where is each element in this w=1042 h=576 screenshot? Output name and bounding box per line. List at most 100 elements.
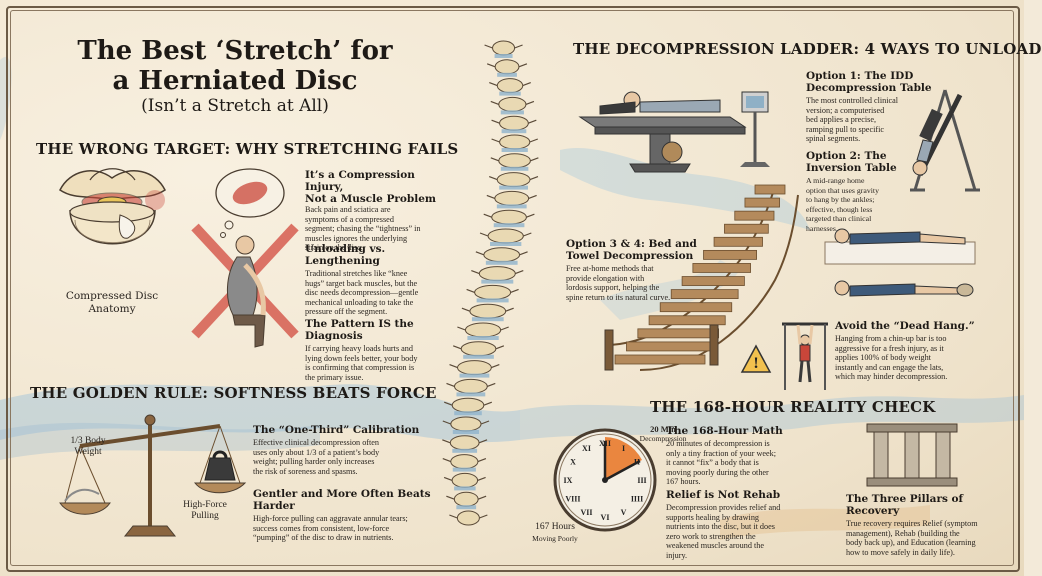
text-line: body back up), and Education (learning xyxy=(846,538,976,548)
one-third-text: Effective clinical decompression often u… xyxy=(253,438,458,476)
relief-title: Relief is Not Rehab xyxy=(666,489,781,501)
ladder-heading: THE DECOMPRESSION LADDER: 4 WAYS TO UNLO… xyxy=(573,40,1042,58)
text-line: spine return to its natural curve. xyxy=(566,292,671,302)
text-line: Hanging from a chin-up bar is too xyxy=(835,334,947,343)
stair-step xyxy=(724,223,769,234)
vertebra xyxy=(491,134,539,152)
vertebra xyxy=(442,416,490,434)
dead-hang-text: Hanging from a chin-up bar is too aggres… xyxy=(835,334,985,382)
pattern-title: The Pattern IS the Diagnosis xyxy=(305,318,414,342)
clock-bottom-label: 167 Hours Moving Poorly xyxy=(520,522,590,544)
stair-step xyxy=(614,354,706,365)
option-2-text: A mid-range home option that uses gravit… xyxy=(806,176,906,234)
stair-step xyxy=(703,249,757,260)
disc-caption: Compressed Disc Anatomy xyxy=(52,290,172,316)
staircase-illustration xyxy=(604,184,799,371)
golden-rule-item-2: Gentler and More Often Beats Harder High… xyxy=(253,488,463,543)
clock-numeral: V xyxy=(621,508,627,517)
vertebra xyxy=(442,435,488,453)
stair-step xyxy=(670,289,739,300)
golden-rule-item-1: The “One-Third” Calibration Effective cl… xyxy=(253,424,458,476)
title-line-2: a Herniated Disc xyxy=(112,66,358,96)
clock-bottom-line-2: Moving Poorly xyxy=(532,534,578,543)
text-line: zero work to strengthen the xyxy=(666,531,756,541)
disc-caption-line-1: Compressed Disc xyxy=(65,290,159,302)
text-line: targeted than clinical xyxy=(806,214,872,224)
option-2-title-1: Option 2: The xyxy=(806,150,887,162)
text-line: strain on the disc. xyxy=(305,243,363,253)
text-line: moving poorly during the other xyxy=(666,467,769,477)
text-line: Effective clinical decompression often xyxy=(253,438,380,447)
compression-injury-title-1: It’s a Compression Injury, xyxy=(305,169,415,193)
text-line: to hang by the ankles; xyxy=(806,195,875,205)
stair-step xyxy=(734,210,775,221)
option-2-title-2: Inversion Table xyxy=(806,162,897,174)
vertebra xyxy=(449,510,488,526)
text-line: symptoms of a compressed xyxy=(305,214,394,224)
vertebra xyxy=(490,153,539,171)
vertebra xyxy=(446,378,496,397)
text-line: bed applies a precise, xyxy=(806,115,877,125)
one-third-title: The “One-Third” Calibration xyxy=(253,424,420,436)
text-line: 20 minutes of decompression is xyxy=(666,439,770,448)
option-1-title-1: Option 1: The IDD xyxy=(806,70,914,82)
vertebra xyxy=(490,96,535,115)
text-line: success comes from consistent, low-force xyxy=(253,523,390,533)
stair-step xyxy=(659,302,733,313)
scale-left-line-1: 1/3 Body xyxy=(70,436,106,446)
vertebra xyxy=(446,491,487,510)
vertebra xyxy=(483,209,535,228)
three-pillars-illustration xyxy=(866,423,958,487)
text-line: 167 hours. xyxy=(666,477,701,487)
vertebra xyxy=(491,115,537,134)
clock-numeral: III xyxy=(637,476,646,485)
text-line: aggressive for a fresh injury, as it xyxy=(835,343,944,353)
option-1: Option 1: The IDD Decompression Table Th… xyxy=(806,70,956,144)
wrong-target-item-2: Unloading vs. Lengthening Traditional st… xyxy=(305,243,455,317)
text-line: If carrying heavy loads hurts and xyxy=(305,344,413,353)
golden-rule-heading: THE GOLDEN RULE: SOFTNESS BEATS FORCE xyxy=(30,384,437,402)
clock-numeral: I xyxy=(622,444,625,453)
text-line: hugs” target back muscles, but the xyxy=(305,278,418,288)
bed-towel-illustration xyxy=(824,228,976,297)
text-line: harnesses. xyxy=(806,223,838,233)
clock-top-line-2: Decompression xyxy=(639,434,687,443)
three-pillars: The Three Pillars of Recovery True recov… xyxy=(846,493,1006,557)
reality-heading: THE 168-HOUR REALITY CHECK xyxy=(650,398,936,416)
text-line: Free at-home methods that xyxy=(566,264,654,273)
scale-left-line-2: Weight xyxy=(74,447,102,457)
text-line: which may hinder decompression. xyxy=(835,372,948,382)
text-line: applies 100% of body weight xyxy=(835,353,931,363)
text-line: Decompression provides relief and xyxy=(666,503,781,512)
unloading-title: Unloading vs. Lengthening xyxy=(305,243,386,267)
text-line: High-force pulling can aggravate annular… xyxy=(253,514,408,523)
title-line-1: The Best ‘Stretch’ for xyxy=(77,36,393,66)
pattern-text: If carrying heavy loads hurts and lying … xyxy=(305,344,455,382)
knee-hug-illustration xyxy=(191,168,299,348)
text-line: the primary issue. xyxy=(305,372,364,382)
text-line: it cannot “fix” a body that is xyxy=(666,458,759,468)
dead-hang-note: Avoid the “Dead Hang.” Hanging from a ch… xyxy=(835,320,985,382)
text-line: The most controlled clinical xyxy=(806,96,899,105)
option-3-4-title-1: Option 3 & 4: Bed and xyxy=(566,238,697,250)
math-title: The 168-Hour Math xyxy=(666,425,783,437)
pillars-title: The Three Pillars of Recovery xyxy=(846,493,964,517)
text-line: is confirming that compression is xyxy=(305,363,415,373)
stair-step xyxy=(692,263,751,273)
text-line: the risk of soreness and spasms. xyxy=(253,466,358,476)
vertebra xyxy=(475,247,528,265)
vertebra xyxy=(488,172,539,190)
text-line: pressure off the segment. xyxy=(305,307,388,317)
text-line: version; a computerised xyxy=(806,105,885,115)
clock-illustration: XIIIIIIIIIIIIVVIVIIVIIIIXXXI xyxy=(553,428,657,532)
text-line: weight; pulling harder only increases xyxy=(253,457,375,467)
clock-bottom-line-1: 167 Hours xyxy=(535,522,575,532)
vertebra xyxy=(484,40,523,58)
text-line: option that uses gravity xyxy=(806,185,879,195)
stair-step xyxy=(744,197,780,208)
clock-numeral: IX xyxy=(564,476,573,485)
vertebra xyxy=(452,341,505,359)
wrong-target-item-1: It’s a Compression Injury, Not a Muscle … xyxy=(305,169,455,253)
